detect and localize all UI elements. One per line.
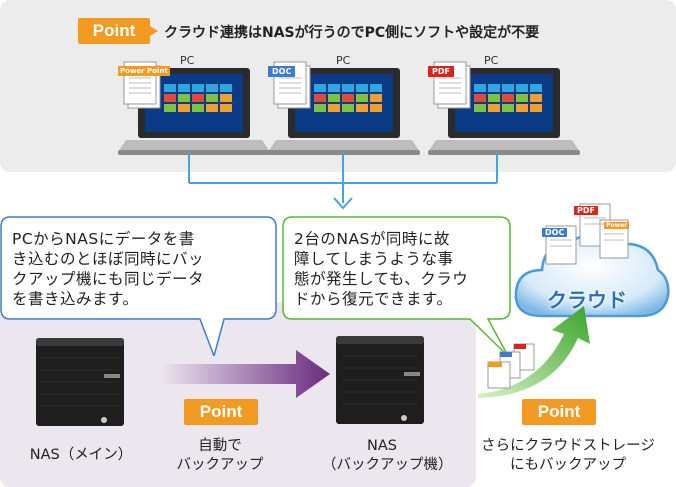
pc-label-1: PC [180,54,195,67]
caption-auto-backup: 自動で バックアップ [176,438,264,473]
pc-laptop-3: PDF PC [428,54,580,158]
cloud-doc-tag-pdf: PDF [574,206,598,215]
cloud-doc-tag-power: Power [604,222,630,229]
laptop-icon [268,68,420,155]
caption-cloud-backup: さらにクラウドストレージ にもバックアップ [481,438,655,473]
connector-lines [188,152,498,210]
laptop-icon [428,68,580,155]
bubble-right-text: 2台のNASが同時に故 障してしまうような事 態が発生しても、クラウ ドから復元… [294,230,469,308]
purple-arrow-icon [160,350,330,398]
upload-arrow-icon [478,306,590,398]
headline: クラウド連携はNASが行うのでPC側にソフトや設定が不要 [164,25,540,41]
bubble-left-text: PCからNASにデータを書 き込むのとほぼ同時にバッ クアップ機にも同じデータ … [12,230,205,308]
caption-nas-main: NAS（メイン） [29,447,133,463]
point-badge-auto: Point [184,399,258,425]
nas-main-device [36,338,124,426]
pc-label-3: PC [484,54,499,67]
point-badge-top: Point [78,18,158,44]
doc-tag-2: DOC [268,66,296,77]
doc-tag-3: PDF [428,66,454,77]
point-badge-cloud: Point [522,399,596,425]
down-arrow-icon [333,197,353,210]
speech-bubble-right [282,216,511,356]
pc-laptop-2: DOC PC [268,54,420,158]
laptop-icon [118,68,270,155]
pc-label-2: PC [336,54,351,67]
cloud-doc-tag-doc: DOC [542,228,568,237]
small-documents-icon [487,343,535,389]
doc-tag-1: Power Point [118,66,170,76]
caption-nas-backup: NAS （バックアップ機） [322,438,453,473]
pc-laptop-1: Power Point PC [118,54,270,158]
speech-bubble-left [0,216,277,356]
nas-backup-device [336,336,424,424]
cloud-label: クラウド [547,288,627,312]
